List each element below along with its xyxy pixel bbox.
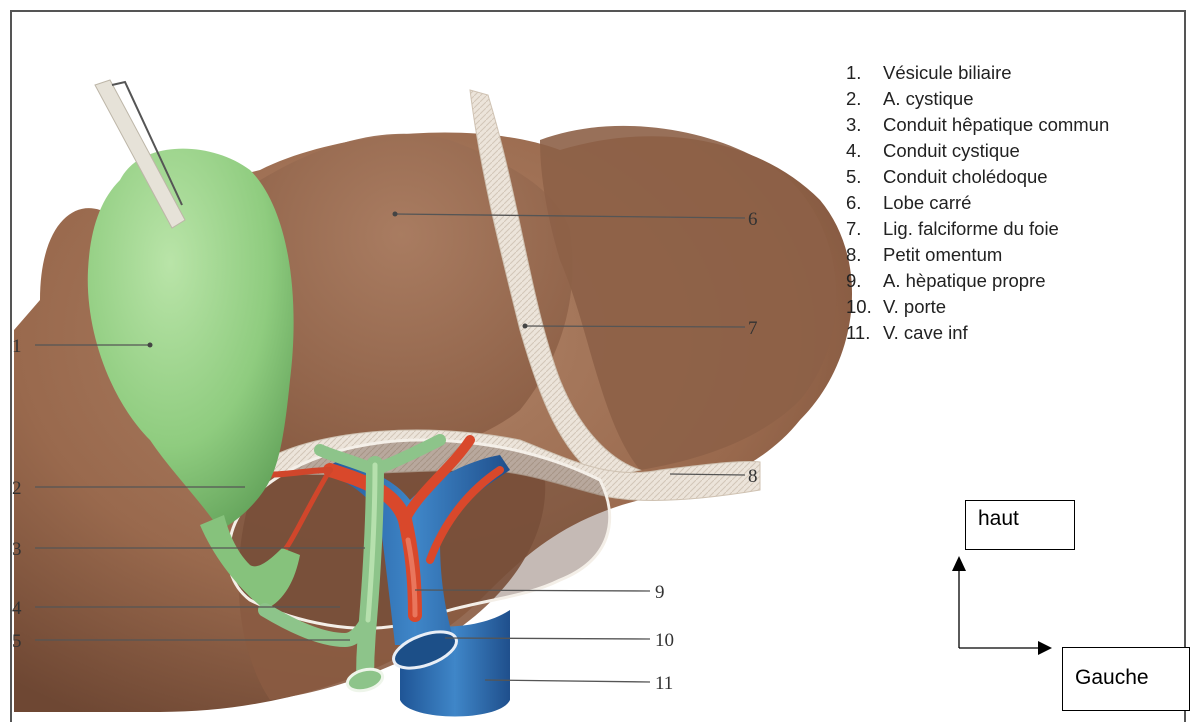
- arrow-up-icon: [952, 556, 966, 571]
- arrow-right-icon: [1038, 641, 1052, 655]
- orientation-up-label: haut: [965, 500, 1075, 550]
- orientation-side-label: Gauche: [1062, 647, 1190, 711]
